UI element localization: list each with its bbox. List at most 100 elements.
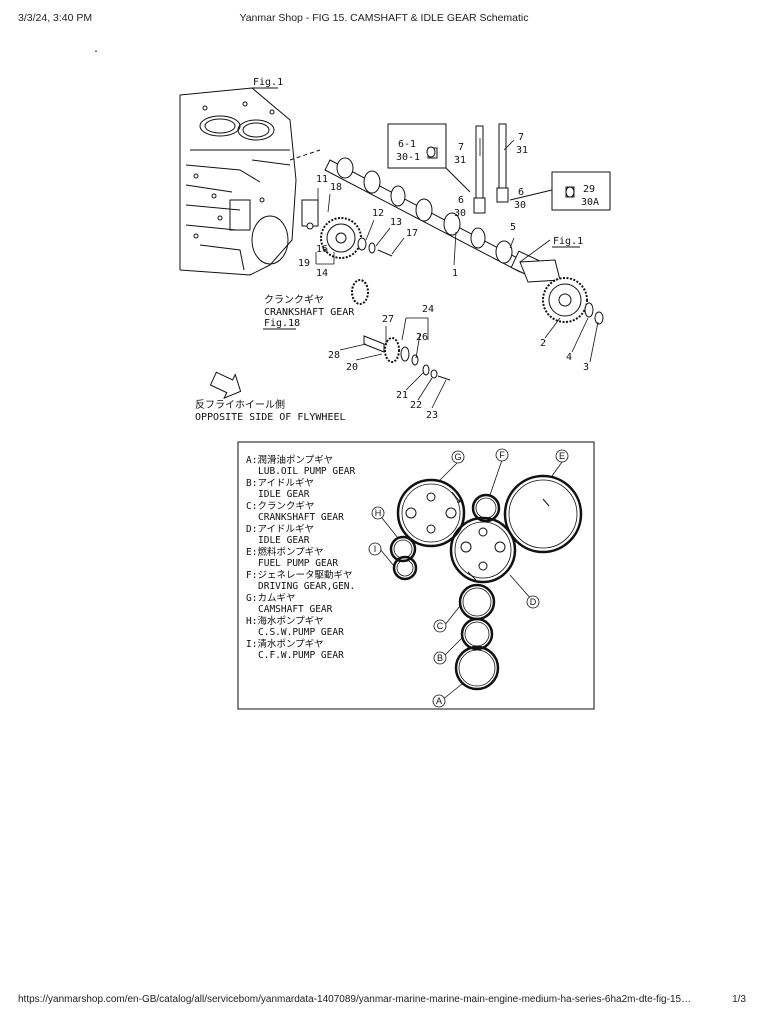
gear-b — [460, 617, 494, 651]
callout-box-6-1 — [387, 123, 447, 169]
crankshaft-gear-label: CRANKSHAFT GEAR — [264, 307, 355, 318]
legend-jp: H:海水ポンプギヤ — [246, 615, 324, 627]
part-number: 31 — [454, 155, 466, 166]
fig-1-label-right: Fig.1 — [553, 236, 583, 247]
engine-block-drawing — [179, 87, 297, 276]
part-number: 27 — [382, 314, 394, 325]
crankshaft-gear-jp-label: クランクギヤ — [264, 294, 324, 306]
part-number: 29 — [583, 184, 595, 195]
gear-h — [389, 535, 417, 563]
part-number: 23 — [426, 410, 438, 421]
part-number: 11 — [316, 174, 328, 185]
part-number: 30 — [514, 200, 526, 211]
part-number: 6 — [518, 187, 524, 198]
leader-line — [445, 167, 471, 193]
opposite-side-jp-label: 反フライホイール側 — [195, 398, 285, 411]
part-number: 19 — [298, 258, 310, 269]
legend-jp: I:清水ポンプギヤ — [246, 638, 324, 650]
part-number: 2 — [540, 338, 546, 349]
page-url: https://yanmarshop.com/en-GB/catalog/all… — [18, 994, 692, 1005]
opposite-side-label: OPPOSITE SIDE OF FLYWHEEL — [195, 412, 346, 423]
part-number: 30-1 — [396, 152, 420, 163]
part-number: 28 — [328, 350, 340, 361]
leader-line — [289, 149, 321, 161]
page-title: Yanmar Shop - FIG 15. CAMSHAFT & IDLE GE… — [239, 12, 529, 24]
legend-jp: A:潤滑油ポンプギヤ — [246, 454, 333, 466]
part-number: 12 — [372, 208, 384, 219]
fig-1-label-top: Fig.1 — [253, 77, 283, 88]
part-number: 7 — [518, 132, 524, 143]
gear-tags — [368, 448, 569, 708]
leader-line — [509, 189, 553, 201]
gear-f — [471, 493, 501, 523]
part-number: 4 — [566, 352, 572, 363]
gear-legend: A:潤滑油ポンプギヤ LUB.OIL PUMP GEAR B:アイドルギヤ ID… — [246, 454, 356, 661]
part-number: 18 — [330, 182, 342, 193]
part-number: 16 — [316, 244, 328, 255]
camshaft-gear-drawing — [519, 259, 604, 325]
part-number: 26 — [416, 332, 428, 343]
gear-d — [449, 516, 517, 584]
tappet-icon — [565, 186, 575, 198]
page-mark: . — [93, 44, 99, 55]
part-number: 22 — [410, 400, 422, 411]
part-number: 17 — [406, 228, 418, 239]
part-number: 30 — [454, 208, 466, 219]
legend-jp: F:ジェネレータ駆動ギヤ — [246, 570, 352, 581]
lower-idle-gear-drawing — [363, 335, 451, 381]
callout-box-29 — [551, 171, 611, 211]
legend-en: C.F.W.PUMP GEAR — [258, 650, 344, 661]
direction-arrow-icon — [209, 371, 242, 399]
gear-train-box — [237, 441, 595, 710]
leader-lines — [315, 138, 599, 409]
gear-tag-h: H — [375, 508, 382, 518]
legend-jp: B:アイドルギヤ — [246, 478, 314, 489]
idle-gear-drawing — [301, 199, 393, 259]
gear-a — [454, 645, 500, 691]
legend-jp: E:燃料ポンプギヤ — [246, 546, 324, 558]
legend-en: C.S.W.PUMP GEAR — [258, 627, 344, 638]
legend-jp: D:アイドルギヤ — [246, 524, 314, 535]
part-number: 7 — [458, 142, 464, 153]
gear-tag-c: C — [437, 621, 444, 631]
part-number: 31 — [516, 145, 528, 156]
gear-tag-i: I — [374, 544, 377, 554]
legend-en: DRIVING GEAR,GEN. — [258, 581, 355, 592]
gear-tag-a: A — [436, 696, 442, 706]
part-number: 1 — [452, 268, 458, 279]
part-number: 20 — [346, 362, 358, 373]
fig-18-label: Fig.18 — [264, 318, 300, 329]
legend-en: LUB.OIL PUMP GEAR — [258, 466, 356, 477]
camshaft-drawing — [324, 157, 540, 278]
legend-en: IDLE GEAR — [258, 489, 310, 500]
part-number: 6-1 — [398, 139, 416, 150]
part-number: 24 — [422, 304, 434, 315]
gear-i — [392, 555, 418, 581]
part-number: 14 — [316, 268, 328, 279]
gear-train — [389, 474, 583, 691]
gear-g — [396, 478, 466, 548]
part-number: 5 — [510, 222, 516, 233]
part-number: 30A — [581, 197, 599, 208]
gear-tag-d: D — [530, 597, 537, 607]
gear-tag-letters: G F E H I D C B A — [374, 450, 565, 706]
part-number: 6 — [458, 195, 464, 206]
page-number: 1/3 — [732, 994, 746, 1005]
crankshaft-gear-drawing — [351, 279, 369, 305]
tappet-icon — [426, 146, 436, 158]
part-number: 3 — [583, 362, 589, 373]
part-number: 13 — [390, 217, 402, 228]
legend-jp: C:クランクギヤ — [246, 501, 314, 512]
print-date: 3/3/24, 3:40 PM — [18, 12, 93, 24]
legend-en: FUEL PUMP GEAR — [258, 558, 338, 569]
legend-en: IDLE GEAR — [258, 535, 310, 546]
gear-tag-e: E — [559, 451, 565, 461]
gear-e — [503, 474, 583, 554]
legend-en: CAMSHAFT GEAR — [258, 604, 333, 615]
legend-en: CRANKSHAFT GEAR — [258, 512, 344, 523]
legend-jp: G:カムギヤ — [246, 593, 295, 604]
gear-tag-b: B — [437, 653, 443, 663]
gear-tag-f: F — [499, 450, 505, 460]
gear-tag-g: G — [454, 452, 461, 462]
